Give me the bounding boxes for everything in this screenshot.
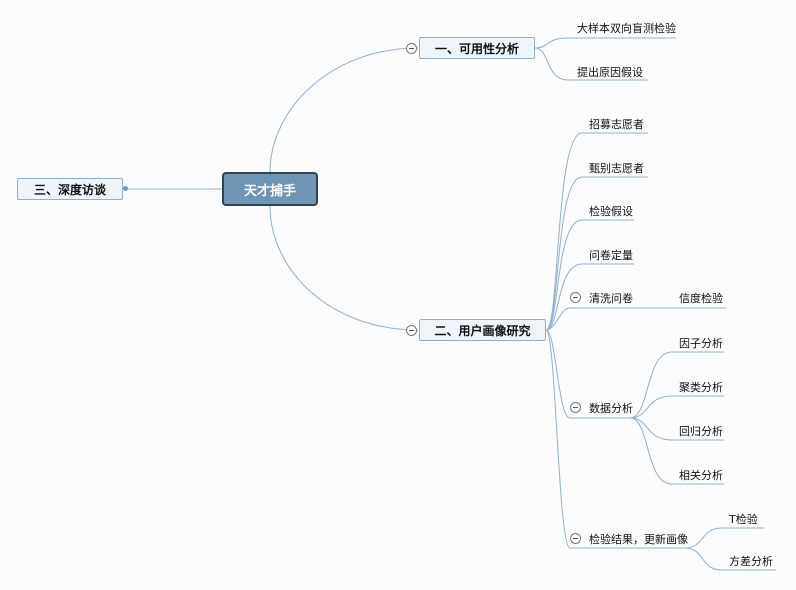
collapse-clean-icon[interactable] xyxy=(570,292,581,303)
branch-deep-interview[interactable]: 三、深度访谈 xyxy=(17,178,123,200)
leaf-t-test[interactable]: T检验 xyxy=(729,513,758,526)
leaf-cause-hypothesis[interactable]: 提出原因假设 xyxy=(577,66,643,79)
leaf-verify-hypothesis[interactable]: 检验假设 xyxy=(589,205,633,218)
branch-persona[interactable]: 二、用户画像研究 xyxy=(419,319,546,341)
leaf-clean-questionnaire[interactable]: 清洗问卷 xyxy=(589,292,633,305)
root-node[interactable]: 天才捕手 xyxy=(222,172,318,206)
leaf-reliability[interactable]: 信度检验 xyxy=(679,292,723,305)
leaf-questionnaire[interactable]: 问卷定量 xyxy=(589,249,633,262)
collapse-persona-icon[interactable] xyxy=(406,325,417,336)
collapse-result-icon[interactable] xyxy=(570,533,581,544)
leaf-cluster[interactable]: 聚类分析 xyxy=(679,381,723,394)
leaf-factor[interactable]: 因子分析 xyxy=(679,337,723,350)
leaf-anova[interactable]: 方差分析 xyxy=(729,555,773,568)
collapse-usability-icon[interactable] xyxy=(406,43,417,54)
connector-dot xyxy=(123,186,128,191)
leaf-update-persona[interactable]: 检验结果，更新画像 xyxy=(589,533,688,546)
leaf-regression[interactable]: 回归分析 xyxy=(679,425,723,438)
leaf-recruit[interactable]: 招募志愿者 xyxy=(589,118,644,131)
collapse-analysis-icon[interactable] xyxy=(570,402,581,413)
leaf-screen[interactable]: 甄别志愿者 xyxy=(589,162,644,175)
leaf-correlation[interactable]: 相关分析 xyxy=(679,469,723,482)
leaf-data-analysis[interactable]: 数据分析 xyxy=(589,402,633,415)
leaf-blind-test[interactable]: 大样本双向盲测检验 xyxy=(577,22,676,35)
branch-usability[interactable]: 一、可用性分析 xyxy=(419,37,535,59)
